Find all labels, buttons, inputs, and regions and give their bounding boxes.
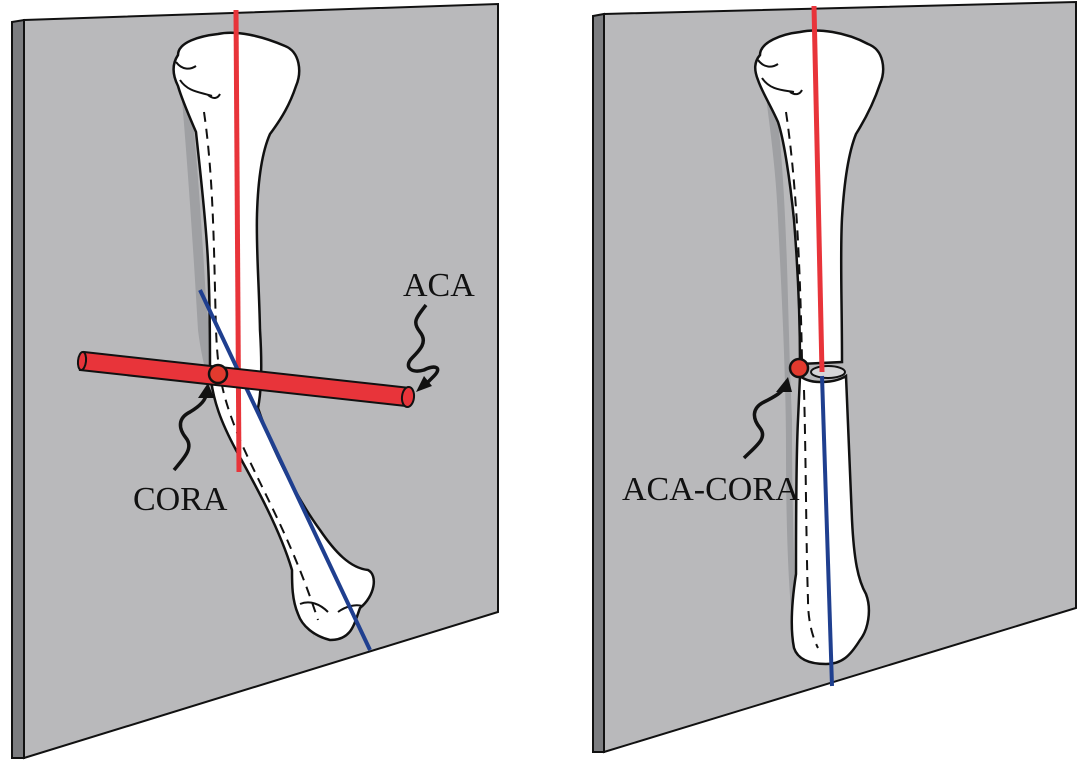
right-plate-edge bbox=[592, 12, 605, 753]
left-plate-edge bbox=[11, 18, 25, 759]
right-tibia-plateau-detail bbox=[757, 59, 803, 96]
label-aca: ACA bbox=[403, 267, 475, 304]
aca-cora-pointer-arrow bbox=[742, 377, 792, 460]
left-tibia bbox=[172, 31, 376, 642]
right-distal-axis bbox=[820, 375, 834, 687]
aca-cora-marker bbox=[788, 357, 810, 379]
aca-rod bbox=[76, 350, 416, 408]
right-proximal-axis bbox=[811, 5, 825, 373]
right-medullary-line-distal bbox=[803, 389, 819, 649]
right-tibia-distal bbox=[790, 373, 871, 666]
left-proximal-axis bbox=[233, 9, 242, 473]
label-cora: CORA bbox=[133, 481, 228, 518]
right-medullary-line-proximal bbox=[785, 111, 803, 361]
label-aca-cora: ACA-CORA bbox=[622, 471, 800, 508]
osteotomy-surface bbox=[810, 365, 846, 379]
aca-pointer-arrow bbox=[406, 303, 440, 392]
left-tibia-plateau-detail bbox=[175, 61, 221, 99]
left-panel: ACA CORA bbox=[11, 2, 499, 760]
right-bone-shadow bbox=[766, 92, 796, 640]
cora-marker bbox=[207, 363, 229, 385]
left-medullary-line bbox=[203, 111, 319, 621]
left-distal-axis bbox=[198, 289, 372, 651]
right-panel: ACA-CORA bbox=[592, 0, 1077, 754]
cora-pointer-arrow bbox=[172, 383, 214, 472]
